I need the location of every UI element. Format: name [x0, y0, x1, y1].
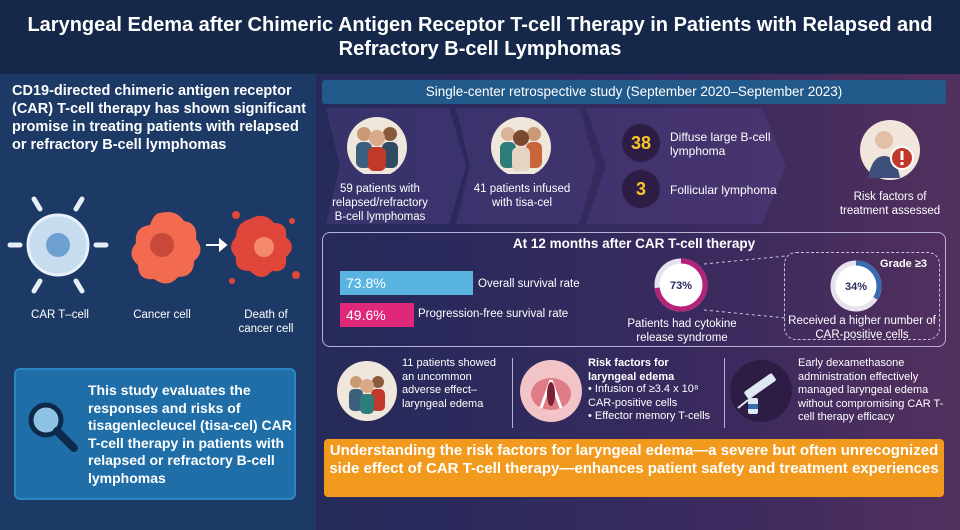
- page-title: Laryngeal Edema after Chimeric Antigen R…: [0, 0, 960, 74]
- crs-label: Patients had cytokine release syndrome: [627, 318, 737, 344]
- syringe-icon: [730, 360, 792, 422]
- divider-1: [512, 358, 513, 428]
- study-banner: Single-center retrospective study (Septe…: [322, 80, 946, 104]
- risk-title: Risk factors for laryngeal edema: [588, 357, 675, 383]
- doctor-alert-icon: [860, 120, 920, 180]
- grade-desc: Received a higher number of CAR-positive…: [788, 315, 936, 341]
- cancer-cell-icon: [131, 212, 201, 284]
- magnifier-icon: [28, 402, 78, 452]
- grade-ring-arc: [830, 260, 882, 312]
- pfs-bar: 49.6%: [340, 303, 415, 327]
- grade-label: Grade ≥3: [880, 258, 928, 270]
- crs-value: 73%: [670, 280, 692, 292]
- larynx-icon: [520, 360, 582, 422]
- risk-factors-label: Risk factors of treatment assessed: [839, 191, 941, 217]
- crs-ring-chart: 73%: [654, 258, 708, 312]
- dexamethasone-text: Early dexamethasone administration effec…: [798, 357, 944, 423]
- intro-text: CD19-directed chimeric antigen receptor …: [12, 83, 307, 153]
- dlbcl-label: Diffuse large B-cell lymphoma: [670, 130, 771, 158]
- patients-total-label: 59 patients with relapsed/refractory B-c…: [332, 183, 428, 223]
- dlbcl-count: 38: [622, 124, 660, 162]
- os-bar: 73.8%: [340, 271, 473, 295]
- fl-label: Follicular lymphoma: [670, 183, 777, 197]
- crs-ring-arc: [654, 258, 708, 312]
- infused-patients-icon: [491, 117, 551, 174]
- patient-group-icon: [347, 117, 407, 174]
- conclusion-banner: Understanding the risk factors for laryn…: [324, 439, 944, 497]
- death-of-cancer-cell-label: Death of cancer cell: [238, 309, 294, 335]
- grade-ring-chart: 34%: [830, 260, 882, 312]
- pfs-label: Progression-free survival rate: [418, 308, 569, 320]
- cancer-cell-label: Cancer cell: [133, 309, 191, 321]
- grade-value: 34%: [845, 281, 867, 293]
- grade-callout-box: [784, 252, 940, 340]
- callout-lines: [703, 255, 787, 319]
- os-label: Overall survival rate: [478, 278, 580, 290]
- summary-text: This study evaluates the responses and r…: [88, 382, 292, 486]
- car-t-cell-label: CAR T–cell: [31, 309, 89, 321]
- divider-2: [724, 358, 725, 428]
- fl-count: 3: [622, 170, 660, 208]
- results-box: [322, 232, 946, 347]
- arrow-right-icon: [206, 237, 228, 253]
- car-t-mechanism-illustration: [7, 196, 300, 294]
- edema-finding-text: 11 patients showed an uncommon adverse e…: [402, 357, 496, 410]
- risk-item-2: • Effector memory T-cells: [588, 410, 711, 422]
- dead-cancer-cell-icon: [229, 211, 300, 284]
- car-t-cell-icon: [7, 196, 109, 294]
- results-title: At 12 months after CAR T-cell therapy: [512, 236, 756, 251]
- chevron-bg-3: [586, 108, 786, 224]
- risk-item-1: • Infusion of ≥3.4 x 10⁸ CAR-positive ce…: [588, 383, 699, 409]
- edema-patients-icon: [337, 361, 397, 421]
- patients-infused-label: 41 patients infused with tisa-cel: [473, 183, 571, 209]
- summary-box: [14, 368, 296, 500]
